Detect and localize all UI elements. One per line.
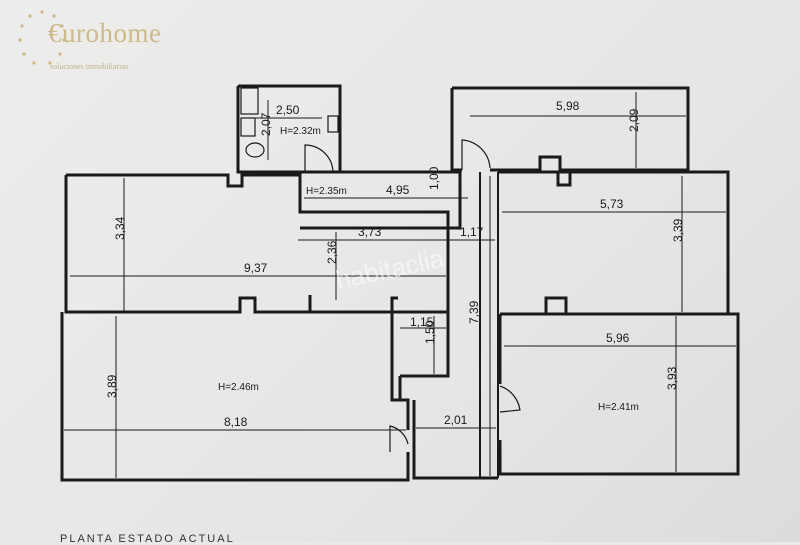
corridor-length-label: 3,73	[358, 225, 382, 239]
corridor-width-label: 1,17	[460, 225, 484, 239]
center-bottom-width-label: 2,01	[444, 413, 468, 427]
left-lower-width-label: 8,18	[224, 415, 248, 429]
closet-width-label: 1,15	[410, 315, 434, 329]
hall-length-label: 4,95	[386, 183, 410, 197]
washbasin-icon	[327, 115, 339, 133]
top-right-room-door	[461, 139, 491, 170]
top-right-depth-label: 2,09	[627, 108, 641, 132]
left-total-width-label: 9,37	[244, 261, 268, 275]
bath-width-label: 2,50	[276, 103, 300, 117]
star-ring-icon	[18, 10, 66, 65]
eurohome-logo: €urohome soluciones inmobiliarias	[12, 6, 202, 76]
left-lower-door	[389, 425, 409, 452]
right-lower-depth-label: 3,93	[665, 366, 679, 390]
right-lower-width-label: 5,96	[606, 331, 630, 345]
right-upper-room-walls	[498, 170, 730, 316]
right-lower-room-walls	[498, 312, 740, 476]
hall-partition	[479, 172, 499, 478]
hall-walls	[298, 170, 462, 350]
hall-gap-label: 1,00	[427, 166, 441, 190]
bath-tub-icon	[240, 87, 259, 115]
plan-caption: PLANTA ESTADO ACTUAL	[60, 533, 235, 545]
left-mid-wall	[308, 295, 398, 314]
toilet-icon	[245, 142, 265, 158]
center-bottom-walls	[412, 400, 498, 480]
closet-walls	[392, 310, 450, 400]
logo-subtitle: soluciones inmobiliarias	[50, 62, 128, 71]
left-lower-height-label: H=2.46m	[218, 382, 259, 393]
top-right-room-walls	[450, 86, 690, 172]
right-upper-notch	[556, 172, 572, 187]
left-upper-depth-label: 3,34	[113, 216, 127, 240]
dimension-lines	[64, 92, 736, 478]
left-upper-room-walls	[64, 173, 310, 314]
top-right-width-label: 5,98	[556, 99, 580, 113]
closet-depth-label: 1,50	[423, 320, 437, 344]
left-lower-depth-label: 3,89	[105, 374, 119, 398]
hall-height-label: H=2.35m	[306, 186, 347, 197]
right-upper-width-label: 5,73	[600, 197, 624, 211]
sink-icon	[240, 117, 256, 137]
right-upper-depth-label: 3,39	[671, 218, 685, 242]
center-length-label: 7,39	[467, 300, 481, 324]
left-mid-depth-label: 2,36	[325, 240, 339, 264]
bathroom-door	[304, 144, 334, 173]
bath-depth-label: 2,07	[259, 112, 273, 136]
logo-title: €urohome	[48, 18, 162, 48]
right-lower-height-label: H=2.41m	[598, 402, 639, 413]
bath-height-label: H=2.32m	[280, 126, 321, 137]
right-lower-door	[499, 385, 521, 413]
